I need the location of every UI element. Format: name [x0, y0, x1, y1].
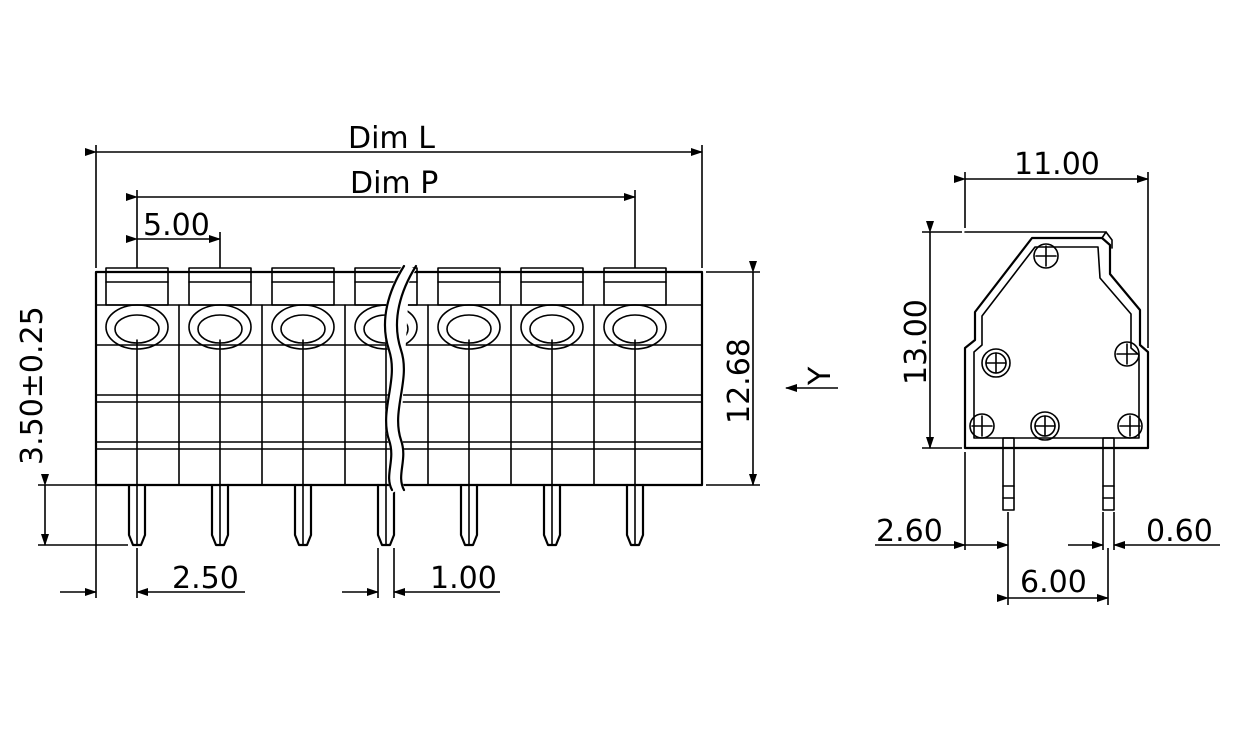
pole-separators — [178, 304, 595, 486]
pins — [127, 483, 645, 547]
pin-centerlines — [136, 339, 636, 546]
width-side-label: 11.00 — [1014, 147, 1100, 182]
pin-thickness-label: 0.60 — [1146, 514, 1213, 549]
view-arrow-label: Y — [803, 366, 838, 386]
pin-spacing-side-label: 6.00 — [1020, 565, 1087, 600]
break-line — [383, 262, 418, 494]
dim-l-label: Dim L — [348, 121, 435, 156]
height-front-label: 12.68 — [722, 338, 757, 424]
side-holes — [969, 243, 1143, 441]
pin-width-label: 1.00 — [430, 561, 497, 596]
front-dimensions: Dim L Dim P 5.00 12.68 Y 3.50±0.25 2.50 — [15, 121, 838, 598]
pin-offset-label: 2.50 — [172, 561, 239, 596]
pitch-label: 5.00 — [143, 208, 210, 243]
front-view — [94, 262, 704, 547]
side-view — [963, 231, 1150, 511]
side-body-outer — [963, 236, 1150, 450]
pin-length-label: 3.50±0.25 — [15, 306, 50, 465]
side-pins — [1002, 437, 1115, 511]
dim-p-label: Dim P — [350, 166, 438, 201]
height-side-label: 13.00 — [899, 299, 934, 385]
side-body-inner — [973, 246, 1140, 439]
side-dimensions: 11.00 13.00 2.60 0.60 6.00 — [875, 147, 1220, 605]
levers — [105, 267, 667, 306]
offset-side-label: 2.60 — [876, 514, 943, 549]
